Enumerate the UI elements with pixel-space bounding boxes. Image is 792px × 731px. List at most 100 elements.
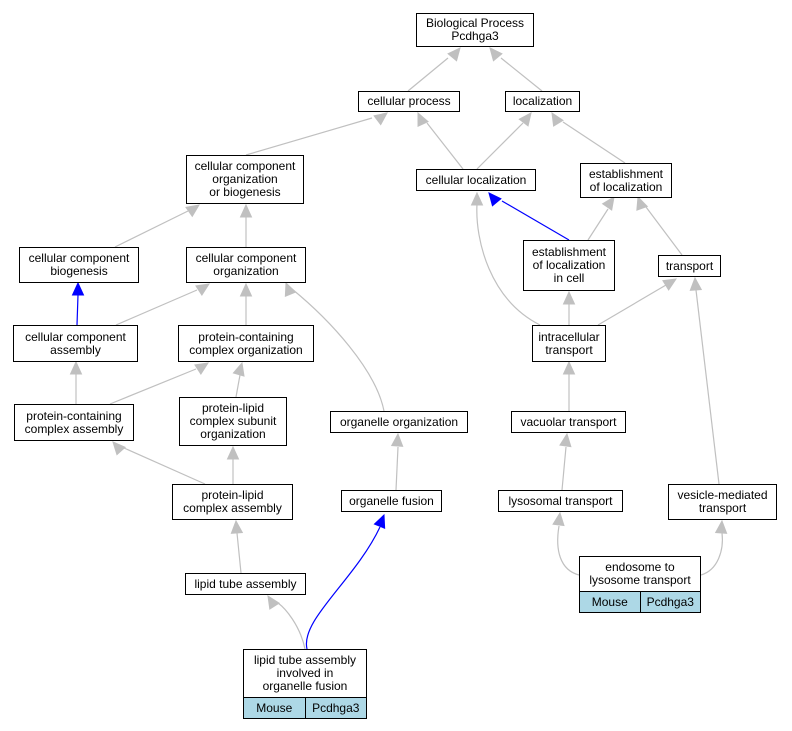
- edge-cc-biogenesis-ccob: [114, 204, 200, 248]
- node-organelle-fusion[interactable]: organelle fusion: [341, 490, 442, 512]
- arrowhead: [373, 112, 388, 126]
- node-cellular-process[interactable]: cellular process: [358, 91, 460, 112]
- arrowhead: [662, 278, 678, 291]
- arrowhead: [518, 112, 532, 127]
- node-protein-containing-complex-assembly[interactable]: protein-containing complex assembly: [14, 404, 134, 441]
- node-line: cellular component: [195, 251, 297, 265]
- arrowhead: [185, 204, 200, 218]
- node-lipid-tube-assembly-involved-in-organelle-fusion[interactable]: lipid tube assembly involved in organell…: [243, 649, 367, 719]
- arrowhead: [552, 511, 565, 527]
- node-biological-process[interactable]: Biological Process Pcdhga3: [416, 13, 534, 47]
- node-line: localization: [512, 94, 573, 108]
- node-line: involved in: [276, 666, 334, 680]
- node-line: transport: [545, 342, 593, 357]
- node-line: organelle fusion: [262, 679, 348, 693]
- node-line: protein-containing: [198, 329, 294, 344]
- arrowhead: [239, 203, 253, 218]
- node-line: vacuolar transport: [520, 414, 617, 429]
- node-line: cellular component: [194, 159, 296, 173]
- arrowhead: [284, 281, 297, 297]
- node-line: lipid tube assembly: [253, 653, 357, 667]
- node-line: complex subunit: [189, 414, 277, 428]
- node-line: biogenesis: [50, 264, 108, 278]
- edge-ltb-fusion-lipid-tube: [267, 594, 306, 650]
- node-line: lysosomal transport: [508, 493, 613, 508]
- species-cell[interactable]: Mouse: [580, 592, 640, 612]
- node-establishment-of-localization-in-cell[interactable]: establishment of localization in cell: [523, 240, 615, 291]
- node-vesicle-mediated-transport[interactable]: vesicle-mediated transport: [668, 484, 777, 520]
- edge-cellular-localization-cellular-process: [417, 111, 464, 170]
- node-line: complex assembly: [24, 421, 124, 436]
- node-line: cellular localization: [425, 172, 527, 187]
- node-lysosomal-transport[interactable]: lysosomal transport: [498, 490, 623, 512]
- edge-pl-subunit-pc-complex-org: [232, 361, 245, 398]
- arrowhead: [562, 360, 576, 375]
- node-line: protein-containing: [26, 408, 122, 423]
- node-transport[interactable]: transport: [658, 255, 721, 277]
- edge-cellular-process-bp: [407, 47, 461, 92]
- node-line: establishment: [588, 166, 664, 181]
- node-cc-organization[interactable]: cellular component organization: [186, 247, 306, 283]
- edge-vacuolar-intracellular: [562, 360, 576, 411]
- arrowhead: [69, 360, 83, 375]
- node-line: organization: [200, 427, 266, 441]
- node-protein-lipid-complex-subunit-organization[interactable]: protein-lipid complex subunit organizati…: [179, 397, 287, 446]
- edge-establishment-localization: [551, 111, 626, 164]
- arrowhead: [71, 281, 85, 296]
- node-line: Pcdhga3: [451, 29, 499, 43]
- arrowhead: [112, 441, 127, 456]
- gene-cell[interactable]: Pcdhga3: [304, 698, 366, 718]
- node-cc-organization-or-biogenesis[interactable]: cellular component organization or bioge…: [186, 155, 304, 204]
- edge-transport-establishment: [636, 195, 683, 256]
- edge-ltb-fusion-organelle-fusion: [305, 513, 386, 650]
- arrowhead: [489, 47, 503, 62]
- edge-pl-assembly-pl-subunit: [226, 445, 240, 484]
- node-vacuolar-transport[interactable]: vacuolar transport: [511, 411, 626, 433]
- arrowhead: [195, 283, 211, 297]
- node-line: transport: [698, 501, 747, 515]
- arrowhead: [689, 276, 703, 291]
- edge-organelle-organization-cc-organization: [284, 281, 385, 412]
- node-protein-containing-complex-organization[interactable]: protein-containing complex organization: [178, 325, 314, 362]
- node-label: lipid tube assembly involved in organell…: [251, 650, 359, 697]
- edge-pc-complex-org-cc-organization: [239, 282, 253, 325]
- node-cellular-localization[interactable]: cellular localization: [416, 169, 536, 191]
- edge-intracellular-transport: [597, 278, 678, 326]
- edge-vesicle-mediated-transport: [689, 276, 720, 485]
- node-lipid-tube-assembly[interactable]: lipid tube assembly: [185, 573, 306, 595]
- node-cc-biogenesis[interactable]: cellular component biogenesis: [19, 247, 139, 283]
- node-intracellular-transport[interactable]: intracellular transport: [532, 325, 606, 362]
- node-line: endosome to: [605, 560, 675, 574]
- node-establishment-of-localization[interactable]: establishment of localization: [580, 163, 672, 198]
- arrowhead: [562, 290, 576, 305]
- node-line: protein-lipid: [201, 488, 264, 502]
- node-line: lysosome transport: [589, 573, 691, 587]
- species-cell[interactable]: Mouse: [244, 698, 305, 718]
- node-line: cellular component: [28, 251, 130, 265]
- node-endosome-to-lysosome-transport[interactable]: endosome to lysosome transport Mouse Pcd…: [579, 556, 701, 613]
- node-organelle-organization[interactable]: organelle organization: [330, 411, 468, 433]
- node-line: organization: [212, 172, 278, 186]
- node-line: complex organization: [189, 342, 303, 357]
- node-cc-assembly[interactable]: cellular component assembly: [13, 325, 138, 362]
- arrowhead: [390, 432, 404, 447]
- arrowhead: [601, 196, 615, 211]
- edge-endosome-lysosomal: [552, 511, 580, 576]
- annotation-row: Mouse Pcdhga3: [580, 591, 700, 612]
- arrowhead: [267, 594, 281, 610]
- node-protein-lipid-complex-assembly[interactable]: protein-lipid complex assembly: [172, 484, 293, 520]
- node-line: assembly: [50, 342, 101, 357]
- arrowhead: [447, 47, 461, 62]
- gene-cell[interactable]: Pcdhga3: [639, 592, 700, 612]
- edge-endosome-vesicle: [700, 519, 728, 576]
- edge-organelle-fusion-organelle-organization: [390, 432, 404, 491]
- arrowhead: [232, 361, 245, 377]
- node-line: organization: [213, 264, 279, 278]
- arrowhead: [551, 111, 564, 127]
- node-line: or biogenesis: [209, 185, 281, 199]
- arrowhead: [226, 445, 240, 460]
- node-localization[interactable]: localization: [505, 91, 580, 112]
- node-line: protein-lipid: [201, 401, 265, 415]
- arrowhead: [194, 362, 210, 376]
